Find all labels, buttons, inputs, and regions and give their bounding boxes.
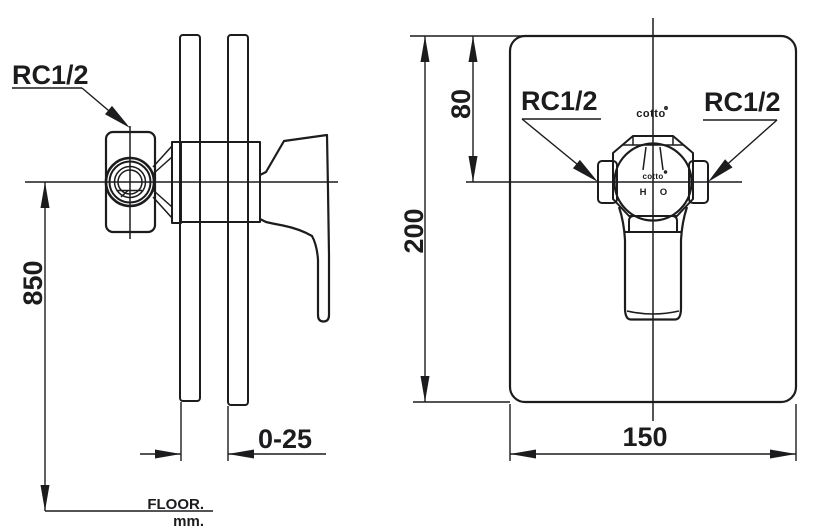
floor-label: FLOOR. xyxy=(147,496,204,513)
dim-0-25-value: 0-25 xyxy=(258,424,312,454)
unit-label: mm. xyxy=(173,513,204,529)
lever-blade-inner-arc xyxy=(626,310,680,315)
dim-plate-width-150: 150 xyxy=(509,404,797,461)
thread-label-front-right: RC1/2 xyxy=(704,87,781,117)
dim-150-value: 150 xyxy=(622,422,667,452)
valve-flange xyxy=(171,141,182,224)
plate-brand-reg-mark xyxy=(664,106,668,110)
valve-octagon-front xyxy=(612,135,694,217)
wall-layer-left xyxy=(179,34,201,402)
dim-plate-height-200: 200 xyxy=(399,36,430,402)
escutcheon-plate-side xyxy=(247,141,261,223)
inlet-port-ring xyxy=(108,160,152,204)
dim-150-arrow-right xyxy=(770,449,796,459)
handle-rosette-circle xyxy=(613,142,693,222)
dim-wall-adjust-0-25: 0-25 xyxy=(140,402,326,461)
handle-marking-cold: O xyxy=(660,187,667,198)
inlet-port-bore xyxy=(117,169,143,195)
thread-leader-arrowhead-right xyxy=(708,159,733,182)
dim-inlet-offset-80: 80 xyxy=(446,36,478,182)
wall-layer-right xyxy=(227,34,249,406)
dim-200-arrow-top xyxy=(420,36,430,62)
thread-callout-front-left: RC1/2 xyxy=(521,86,601,182)
lever-blade-front xyxy=(617,206,689,321)
dim-150-arrow-left xyxy=(510,449,536,459)
valve-adapter-cone xyxy=(152,145,173,219)
dim-80-value: 80 xyxy=(446,89,476,119)
thread-callout-side: RC1/2 xyxy=(12,60,130,128)
thread-leader-arrowhead-left xyxy=(572,159,598,182)
rosette-detail-line-left xyxy=(642,146,647,171)
side-view: RC1/2 850 0-25 FLOOR. mm. xyxy=(12,34,338,529)
thread-label-side: RC1/2 xyxy=(12,60,89,90)
inlet-port-ring-inner xyxy=(113,165,147,199)
dim-0-25-arrow-right xyxy=(228,449,254,459)
dim-850-value: 850 xyxy=(18,260,48,305)
dim-80-arrow-bottom xyxy=(468,156,478,182)
dim-200-arrow-bottom xyxy=(420,376,430,402)
inlet-port-notch-line xyxy=(120,189,129,198)
thread-callout-front-right: RC1/2 xyxy=(703,87,781,182)
dim-850-arrow-bottom xyxy=(40,485,50,511)
handle-marking-hot: H xyxy=(640,187,647,198)
handle-brand-logo: cotto xyxy=(642,172,663,181)
dim-850-arrow-top xyxy=(40,182,50,208)
dim-0-25-arrow-left xyxy=(155,449,181,459)
inlet-port-outer-ring xyxy=(104,156,156,208)
plate-brand-logo: cotto xyxy=(636,108,665,120)
handle-side-profile xyxy=(259,133,331,323)
handle-brand-reg-mark xyxy=(663,170,668,174)
dim-200-value: 200 xyxy=(399,208,429,253)
rosette-detail-line-right xyxy=(659,146,664,171)
thread-leader-arrowhead-side xyxy=(105,105,130,128)
front-view: cotto cotto H O RC1/2 R xyxy=(399,18,798,461)
floor-reference: FLOOR. mm. xyxy=(45,496,213,529)
dim-80-arrow-top xyxy=(468,36,478,62)
lever-collar xyxy=(628,215,678,233)
dim-height-850: 850 xyxy=(18,182,50,511)
thread-label-front-left: RC1/2 xyxy=(521,86,598,116)
